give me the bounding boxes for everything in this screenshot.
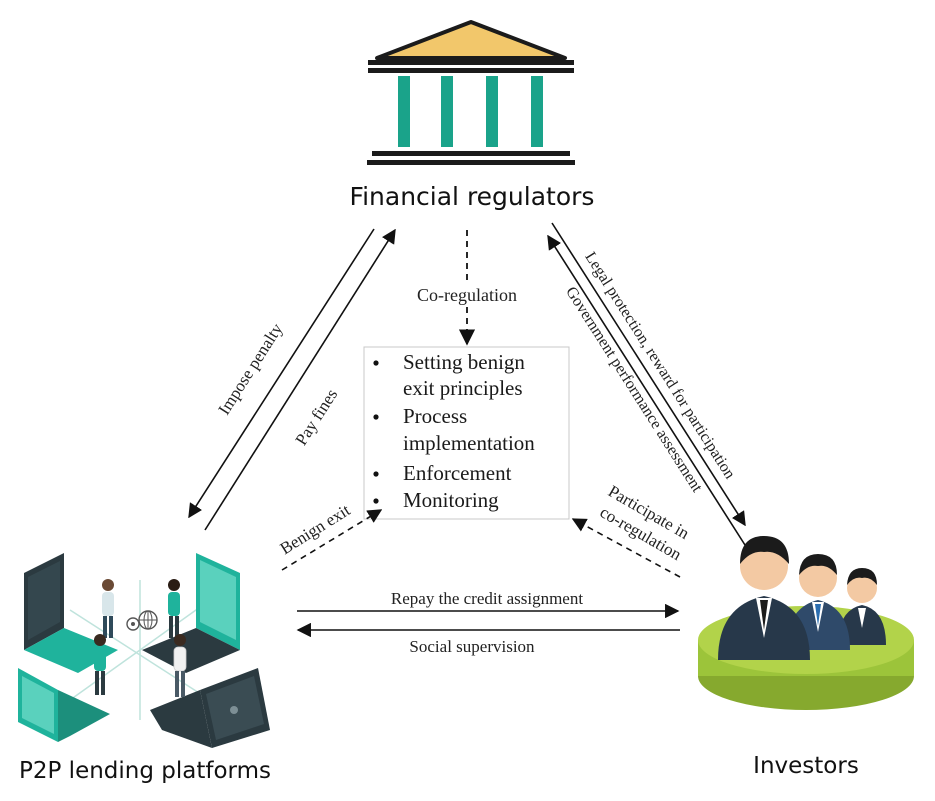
laptop-icon [150, 668, 270, 748]
principle-item-1-line-1: Setting benign [403, 350, 525, 374]
bullet [373, 498, 379, 504]
investor-person-icon [838, 568, 886, 645]
globe-icon [138, 610, 158, 630]
person-icon [102, 579, 114, 638]
laptop-icon [142, 553, 240, 673]
benign-exit-arrow [281, 509, 383, 571]
legal-protection-label: Legal protection, reward for participati… [581, 249, 738, 482]
investors-illustration [698, 536, 914, 710]
participate-arrow [571, 518, 681, 578]
principle-item-2-line-1: Process [403, 404, 467, 428]
person-icon [94, 634, 106, 695]
gear-icon [126, 617, 140, 631]
principle-item-1-line-2: exit principles [403, 376, 523, 400]
p2p-platforms-illustration [18, 553, 270, 748]
principles-box: Setting benign exit principles Process i… [363, 346, 570, 520]
principle-item-2-line-2: implementation [403, 431, 535, 455]
principle-item-4: Monitoring [403, 488, 499, 512]
platforms-label: P2P lending platforms [19, 758, 271, 784]
investors-label: Investors [753, 753, 859, 779]
impose-penalty-label: Impose penalty [214, 320, 286, 419]
repay-label: Repay the credit assignment [391, 589, 583, 608]
legal-protection-arrow [547, 234, 746, 546]
pay-fines-arrow [204, 228, 396, 531]
coregulation-label: Co-regulation [417, 285, 517, 305]
coregulation-label-backdrop [402, 284, 532, 306]
regulators-label: Financial regulators [350, 182, 595, 211]
bullet [373, 471, 379, 477]
social-supervision-label: Social supervision [409, 637, 535, 656]
bank-building-icon [367, 20, 575, 165]
person-icon [168, 579, 180, 638]
person-icon [173, 634, 187, 697]
bullet [373, 414, 379, 420]
pay-fines-label: Pay fines [291, 385, 341, 448]
principle-item-3: Enforcement [403, 461, 512, 485]
investor-person-icon [718, 536, 810, 660]
gov-assessment-arrow [551, 222, 746, 527]
bullet [373, 360, 379, 366]
impose-penalty-arrow [188, 228, 375, 519]
laptop-icon [18, 668, 110, 742]
